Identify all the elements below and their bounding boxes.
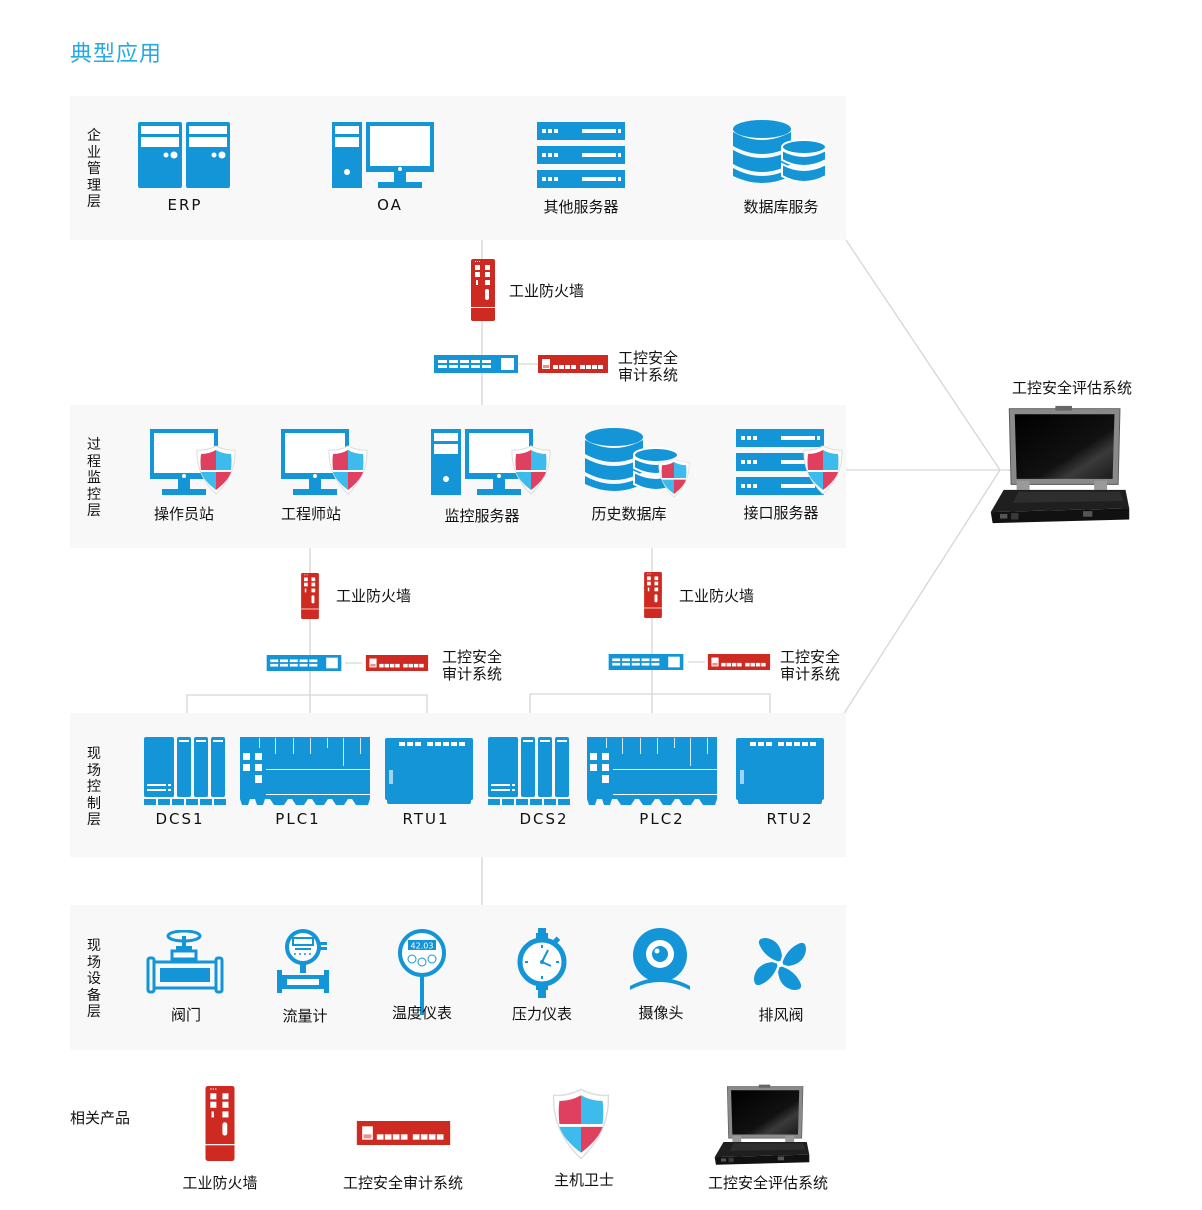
audit-label-line2: 审计系统: [442, 665, 503, 683]
field-item-flow-meter: 流量计: [282, 1007, 328, 1025]
enterprise-item-erp: ERP: [167, 196, 203, 214]
evaluator-label: 工控安全评估系统: [1012, 379, 1133, 397]
shield-icon: [511, 445, 551, 495]
process-item-monitor-server: 监控服务器: [444, 507, 520, 525]
firewall-label-right: 工业防火墙: [679, 587, 755, 605]
rack-server-icon: [537, 122, 625, 188]
valve-icon: [146, 930, 224, 994]
related-products-label: 相关产品: [70, 1109, 131, 1127]
link-evaluator-control: [842, 469, 1001, 716]
shield-icon: [328, 445, 368, 495]
audit-appliance-icon: [705, 654, 773, 670]
enterprise-item-other-servers: 其他服务器: [543, 198, 619, 216]
firewall-label-left: 工业防火墙: [336, 587, 412, 605]
bus-left: [186, 694, 428, 713]
enterprise-item-database: 数据库服务: [743, 198, 819, 216]
shield-icon: [658, 458, 690, 498]
fan-icon: [752, 936, 808, 992]
field-item-temperature-gauge: 温度仪表: [391, 1004, 453, 1022]
firewall-label-top: 工业防火墙: [509, 282, 585, 300]
pressure-gauge-icon: [517, 928, 567, 998]
rtu-icon: [736, 737, 824, 805]
process-item-history-db: 历史数据库: [591, 505, 667, 523]
process-layer-label: 过程监控层: [87, 437, 101, 519]
audit-label-left: 工控安全 审计系统: [442, 649, 502, 683]
control-item-plc2: PLC2: [639, 810, 685, 828]
laptop-icon: [714, 1084, 810, 1166]
network-switch-icon: [604, 654, 688, 670]
plc-icon: [587, 737, 717, 805]
firewall-icon: [205, 1086, 235, 1161]
bus-right: [529, 693, 771, 713]
field-item-exhaust-valve: 排风阀: [758, 1006, 804, 1024]
plc-icon: [240, 737, 370, 805]
field-item-pressure-gauge: 压力仪表: [511, 1005, 573, 1023]
firewall-icon: [643, 572, 663, 618]
laptop-icon: [988, 405, 1132, 525]
camera-icon: [630, 928, 690, 992]
audit-label-line1: 工控安全: [442, 648, 503, 666]
audit-label-line2: 审计系统: [618, 366, 679, 384]
dcs-icon: [144, 737, 226, 805]
process-item-interface-server: 接口服务器: [743, 504, 819, 522]
network-switch-icon: [434, 355, 518, 373]
rtu-icon: [385, 737, 473, 805]
shield-icon: [552, 1088, 610, 1160]
link-evaluator-enterprise: [845, 239, 1001, 471]
audit-appliance-icon: [355, 1121, 452, 1145]
related-item-firewall: 工业防火墙: [182, 1174, 258, 1192]
enterprise-item-oa: OA: [377, 196, 403, 214]
process-item-operator-station: 操作员站: [153, 505, 215, 523]
audit-label-top: 工控安全 审计系统: [618, 350, 678, 384]
dual-server-tower-icon: [138, 122, 230, 188]
audit-label-right: 工控安全 审计系统: [780, 649, 840, 683]
shield-icon: [803, 445, 843, 495]
field-layer-label: 现场设备层: [87, 938, 101, 1020]
firewall-icon: [471, 259, 495, 321]
audit-label-line1: 工控安全: [618, 349, 679, 367]
flow-meter-icon: [277, 929, 333, 993]
related-item-evaluator: 工控安全评估系统: [707, 1174, 829, 1192]
control-item-rtu1: RTU1: [402, 810, 450, 828]
shield-icon: [196, 445, 236, 495]
audit-label-line2: 审计系统: [780, 665, 841, 683]
control-layer-label: 现场控制层: [87, 746, 101, 828]
field-item-camera: 摄像头: [638, 1004, 684, 1022]
enterprise-layer-label: 企业管理层: [87, 128, 101, 210]
database-icon: [733, 120, 825, 186]
audit-appliance-icon: [538, 355, 608, 373]
control-item-dcs2: DCS2: [519, 810, 569, 828]
audit-appliance-icon: [362, 655, 432, 671]
field-item-valve: 阀门: [170, 1006, 202, 1024]
process-item-engineer-station: 工程师站: [280, 505, 342, 523]
network-switch-icon: [262, 655, 346, 671]
page-title: 典型应用: [70, 42, 163, 67]
firewall-icon: [300, 573, 320, 619]
dcs-icon: [488, 737, 570, 805]
control-item-plc1: PLC1: [275, 810, 321, 828]
audit-label-line1: 工控安全: [780, 648, 841, 666]
related-item-host-guard: 主机卫士: [553, 1171, 615, 1189]
control-item-dcs1: DCS1: [155, 810, 205, 828]
desktop-computer-icon: [332, 122, 434, 188]
control-item-rtu2: RTU2: [766, 810, 814, 828]
related-item-audit: 工控安全审计系统: [342, 1174, 464, 1192]
